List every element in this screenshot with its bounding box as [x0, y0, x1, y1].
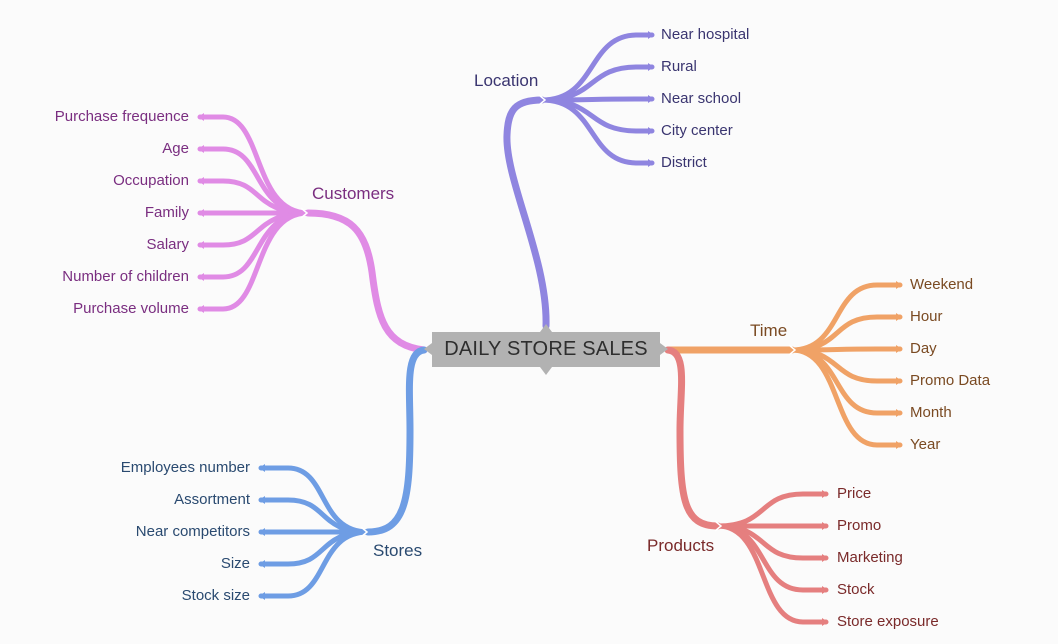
customers-item[interactable]: Purchase volume [73, 300, 189, 317]
products-item-arrow [822, 522, 828, 530]
central-connector-bottom [540, 367, 552, 375]
time-item[interactable]: Weekend [910, 276, 974, 293]
time-item[interactable]: Year [910, 436, 941, 453]
customers-hub-marker [300, 207, 309, 219]
branch-customers-label[interactable]: Customers [312, 184, 395, 203]
location-item-arrow [648, 63, 654, 71]
time-item[interactable]: Hour [910, 308, 943, 325]
products-item[interactable]: Marketing [837, 549, 903, 566]
time-item[interactable]: Promo Data [910, 372, 991, 389]
products-item[interactable]: Price [837, 485, 872, 502]
products-item-arrow [822, 490, 828, 498]
customers-trunk-connector [304, 209, 428, 354]
time-item-arrow [896, 441, 902, 449]
location-item-connector [539, 97, 655, 166]
stores-trunk-connector [364, 346, 428, 536]
stores-item[interactable]: Near competitors [135, 523, 250, 540]
stores-item-arrow [259, 592, 265, 600]
central-connector-top [540, 324, 552, 332]
customers-item[interactable]: Age [162, 140, 189, 157]
customers-item[interactable]: Number of children [62, 268, 189, 285]
customers-item-arrow [198, 241, 204, 249]
branch-stores-label[interactable]: Stores [373, 541, 423, 560]
products-item[interactable]: Stock [837, 581, 875, 598]
stores-item[interactable]: Stock size [181, 587, 250, 604]
products-item[interactable]: Store exposure [837, 613, 939, 630]
customers-item-connector [197, 114, 311, 216]
products-item-arrow [822, 586, 828, 594]
location-trunk-connector [503, 96, 550, 330]
stores-item-arrow [259, 464, 265, 472]
location-item-arrow [648, 127, 654, 135]
customers-item-arrow [198, 113, 204, 121]
stores-hub-marker [360, 526, 369, 538]
products-item-connector [715, 491, 829, 529]
branch-location-label[interactable]: Location [474, 71, 539, 90]
products-hub-marker [714, 520, 723, 532]
stores-item[interactable]: Size [220, 555, 250, 572]
customers-item-arrow [198, 305, 204, 313]
central-connector-right [660, 343, 668, 355]
customers-item-arrow [198, 209, 204, 217]
time-item[interactable]: Month [910, 404, 952, 421]
stores-item-arrow [259, 496, 265, 504]
location-item[interactable]: City center [661, 122, 733, 139]
stores-item[interactable]: Assortment [174, 491, 250, 508]
location-item[interactable]: District [661, 154, 707, 171]
stores-item-arrow [259, 560, 265, 568]
customers-item[interactable]: Salary [146, 236, 189, 253]
stores-item-arrow [259, 528, 265, 536]
customers-item-arrow [198, 177, 204, 185]
time-item[interactable]: Day [910, 340, 937, 357]
products-item[interactable]: Promo [837, 517, 882, 534]
stores-item-connector [258, 529, 371, 599]
location-item[interactable]: Near school [661, 90, 742, 107]
customers-item-arrow [198, 273, 204, 281]
location-item-arrow [648, 95, 654, 103]
customers-item-connector [197, 210, 311, 312]
customers-item[interactable]: Purchase frequence [54, 108, 189, 125]
products-item-arrow [822, 554, 828, 562]
time-item-arrow [896, 345, 902, 353]
products-item-arrow [822, 618, 828, 626]
time-item-arrow [896, 377, 902, 385]
location-item[interactable]: Near hospital [661, 26, 750, 43]
time-item-arrow [896, 281, 902, 289]
branch-products-label[interactable]: Products [647, 536, 715, 555]
branch-time-label[interactable]: Time [750, 321, 788, 340]
location-hub-marker [538, 94, 547, 106]
time-hub-marker [788, 344, 797, 356]
central-connector-left [424, 343, 432, 355]
customers-item[interactable]: Family [144, 204, 189, 221]
time-item-arrow [896, 313, 902, 321]
products-trunk-connector [664, 346, 722, 530]
stores-item[interactable]: Employees number [120, 459, 250, 476]
customers-item[interactable]: Occupation [113, 172, 189, 189]
location-item[interactable]: Rural [661, 58, 697, 75]
time-item-connector [789, 347, 903, 448]
location-item-arrow [648, 159, 654, 167]
products-item-connector [715, 523, 829, 625]
customers-item-arrow [198, 145, 204, 153]
location-item-arrow [648, 31, 654, 39]
time-item-arrow [896, 409, 902, 417]
central-topic[interactable]: DAILY STORE SALES [432, 332, 660, 367]
